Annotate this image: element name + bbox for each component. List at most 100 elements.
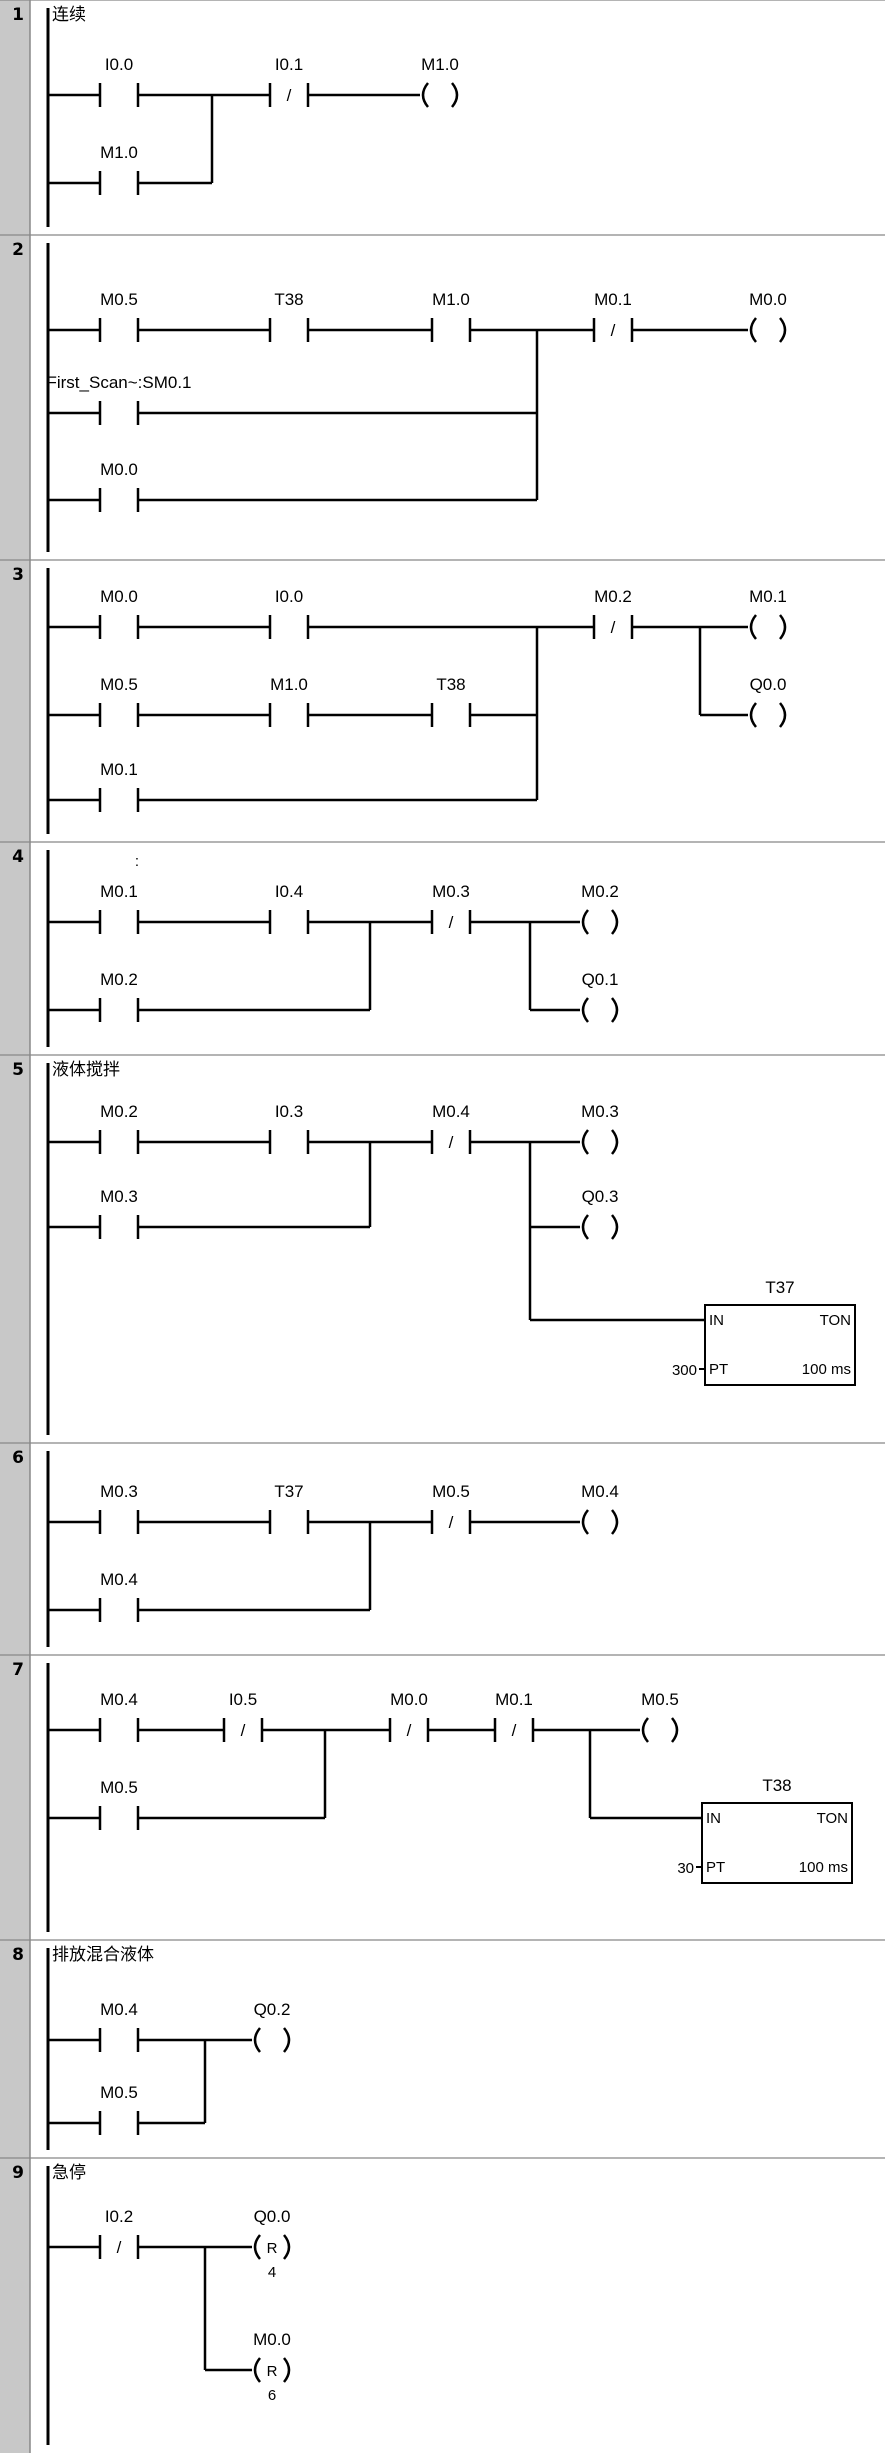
coil-icon bbox=[581, 1509, 619, 1535]
operand-label: M0.4 bbox=[432, 1102, 470, 1121]
network-title: 液体搅拌 bbox=[52, 1060, 120, 1079]
no-contact[interactable]: M0.5 bbox=[98, 675, 140, 727]
nc-contact[interactable]: /M0.4 bbox=[430, 1102, 472, 1154]
slash-mark: / bbox=[449, 913, 454, 932]
operand-label: Q0.0 bbox=[254, 2207, 291, 2226]
no-contact[interactable]: M0.3 bbox=[98, 1187, 140, 1239]
no-contact[interactable]: M1.0 bbox=[268, 675, 310, 727]
slash-mark: / bbox=[407, 1721, 412, 1740]
operand-label: M0.0 bbox=[749, 290, 787, 309]
no-contact[interactable]: M0.4 bbox=[98, 2000, 140, 2052]
nc-contact[interactable]: /M0.0 bbox=[388, 1690, 430, 1742]
contact-no-icon bbox=[98, 1215, 140, 1239]
no-contact[interactable]: I0.0 bbox=[98, 55, 140, 107]
timer-base-label: 100 ms bbox=[799, 1859, 848, 1876]
nc-contact[interactable]: /I0.2 bbox=[98, 2207, 140, 2259]
no-contact[interactable]: M0.5 bbox=[98, 290, 140, 342]
no-contact[interactable]: I0.4 bbox=[268, 882, 310, 934]
network-number: 7 bbox=[12, 1660, 24, 1680]
no-contact[interactable]: M0.2 bbox=[98, 1102, 140, 1154]
contact-no-icon bbox=[98, 703, 140, 727]
output-coil[interactable]: Q0.1 bbox=[581, 970, 619, 1023]
no-contact[interactable]: M0.3 bbox=[98, 1482, 140, 1534]
operand-label: Q0.1 bbox=[582, 970, 619, 989]
coil-left-arc bbox=[253, 2027, 261, 2053]
output-coil[interactable]: M0.0 bbox=[749, 290, 787, 343]
network-gutter bbox=[0, 1443, 30, 1655]
output-coil[interactable]: M0.1 bbox=[749, 587, 787, 640]
coil-left-arc bbox=[581, 997, 589, 1023]
no-contact[interactable]: M0.1 bbox=[98, 882, 140, 934]
nc-contact[interactable]: /M0.5 bbox=[430, 1482, 472, 1534]
coil-left-arc bbox=[253, 2357, 261, 2383]
coil-op-label: R bbox=[267, 2363, 278, 2380]
nc-contact[interactable]: /M0.1 bbox=[493, 1690, 535, 1742]
no-contact[interactable]: M0.0 bbox=[98, 587, 140, 639]
coil-right-arc bbox=[779, 614, 787, 640]
coil-left-arc bbox=[581, 1214, 589, 1240]
contact-no-icon bbox=[268, 1130, 310, 1154]
no-contact[interactable]: M0.4 bbox=[98, 1570, 140, 1622]
no-contact[interactable]: I0.3 bbox=[268, 1102, 310, 1154]
operand-label: T37 bbox=[274, 1482, 303, 1501]
operand-label: M0.3 bbox=[100, 1482, 138, 1501]
contact-no-icon bbox=[268, 703, 310, 727]
output-coil[interactable]: M0.2 bbox=[581, 882, 619, 935]
no-contact[interactable]: M0.1 bbox=[98, 760, 140, 812]
no-contact[interactable]: T37 bbox=[268, 1482, 310, 1534]
nc-contact[interactable]: / M0.2 bbox=[592, 587, 634, 639]
operand-label: I0.4 bbox=[275, 882, 303, 901]
output-coil[interactable]: M1.0 bbox=[421, 55, 459, 108]
output-coil[interactable]: M0.4 bbox=[581, 1482, 619, 1535]
operand-label: M0.4 bbox=[100, 1690, 138, 1709]
coil-icon bbox=[749, 702, 787, 728]
timer-box-icon bbox=[704, 1304, 856, 1386]
no-contact[interactable]: T38 bbox=[268, 290, 310, 342]
no-contact[interactable]: M0.4 bbox=[98, 1690, 140, 1742]
no-contact[interactable]: M1.0 bbox=[98, 143, 140, 195]
nc-contact[interactable]: /I0.5 bbox=[222, 1690, 264, 1742]
network-gutter bbox=[0, 2158, 30, 2453]
operand-label: M0.1 bbox=[100, 882, 138, 901]
output-coil[interactable]: Q0.3 bbox=[581, 1187, 619, 1240]
coil-right-arc bbox=[611, 1214, 619, 1240]
slash-mark: / bbox=[611, 618, 616, 637]
output-coil[interactable]: M0.5 bbox=[641, 1690, 679, 1743]
no-contact[interactable]: First_Scan~:SM0.1 bbox=[46, 373, 192, 425]
contact-no-icon bbox=[98, 2028, 140, 2052]
nc-contact[interactable]: /M0.1 bbox=[592, 290, 634, 342]
no-contact[interactable]: I0.0 bbox=[268, 587, 310, 639]
timer-name: T38 bbox=[762, 1776, 791, 1795]
coil-right-arc bbox=[611, 909, 619, 935]
reset-coil[interactable]: Q0.0R4 bbox=[254, 2207, 291, 2281]
operand-label: M0.0 bbox=[100, 587, 138, 606]
output-coil[interactable]: Q0.0 bbox=[749, 675, 787, 728]
nc-contact[interactable]: /I0.1 bbox=[268, 55, 310, 107]
output-coil[interactable]: M0.3 bbox=[581, 1102, 619, 1155]
contact-nc-icon: / bbox=[493, 1718, 535, 1742]
operand-label: M0.2 bbox=[594, 587, 632, 606]
output-coil[interactable]: Q0.2 bbox=[253, 2000, 291, 2053]
operand-label: M1.0 bbox=[270, 675, 308, 694]
network-gutter bbox=[0, 1940, 30, 2158]
no-contact[interactable]: M0.5 bbox=[98, 2083, 140, 2135]
reset-coil[interactable]: M0.0R6 bbox=[253, 2330, 291, 2404]
operand-label: M0.1 bbox=[100, 760, 138, 779]
no-contact[interactable]: M0.0 bbox=[98, 460, 140, 512]
no-contact[interactable]: T38 bbox=[430, 675, 472, 727]
no-contact[interactable]: M0.2 bbox=[98, 970, 140, 1022]
contact-nc-icon: / bbox=[222, 1718, 264, 1742]
contact-no-icon bbox=[98, 1718, 140, 1742]
network-number: 6 bbox=[12, 1448, 24, 1468]
contact-no-icon bbox=[98, 318, 140, 342]
no-contact[interactable]: M1.0 bbox=[430, 290, 472, 342]
operand-label: M0.5 bbox=[100, 2083, 138, 2102]
contact-nc-icon: / bbox=[388, 1718, 430, 1742]
no-contact[interactable]: M0.5 bbox=[98, 1778, 140, 1830]
operand-label: Q0.2 bbox=[254, 2000, 291, 2019]
nc-contact[interactable]: /M0.3 bbox=[430, 882, 472, 934]
